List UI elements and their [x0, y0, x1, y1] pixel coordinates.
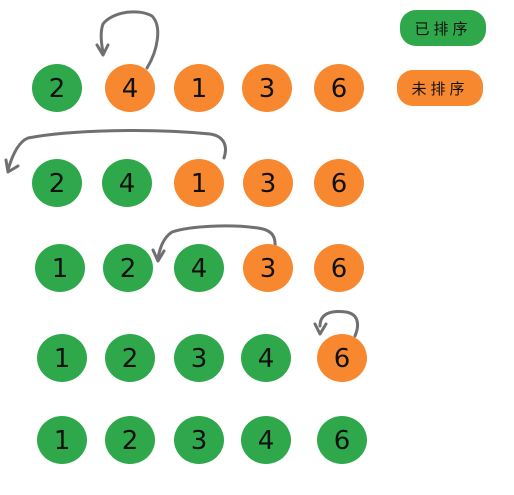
node-circle	[103, 244, 153, 292]
sorted-node: 2	[32, 159, 82, 207]
self-loop-arrow-icon	[313, 310, 360, 338]
node-value: 2	[122, 426, 139, 456]
unsorted-node: 6	[314, 159, 364, 207]
legend-item-sorted: 已排序	[400, 10, 486, 46]
sorted-node: 2	[105, 334, 155, 382]
step-row-4: 1 2 3 4 6	[37, 334, 367, 382]
unsorted-node: 4	[105, 64, 155, 112]
node-value: 4	[258, 344, 275, 374]
node-value: 4	[258, 426, 275, 456]
node-circle	[37, 334, 87, 382]
node-value: 4	[122, 74, 139, 104]
node-circle	[174, 244, 224, 292]
node-value: 2	[49, 74, 66, 104]
sorted-node: 4	[241, 416, 291, 464]
node-circle	[105, 334, 155, 382]
step-row-1: 2 4 1 3 6	[32, 64, 364, 112]
node-circle	[105, 416, 155, 464]
node-circle	[243, 244, 293, 292]
node-value: 3	[191, 344, 208, 374]
unsorted-node: 3	[242, 64, 292, 112]
node-circle	[32, 64, 82, 112]
sorted-node: 1	[37, 334, 87, 382]
node-value: 3	[191, 426, 208, 456]
node-value: 1	[54, 426, 71, 456]
arrows-layer	[4, 10, 360, 338]
node-value: 1	[191, 74, 208, 104]
sorted-node: 2	[103, 244, 153, 292]
node-value: 3	[259, 74, 276, 104]
unsorted-node: 3	[243, 159, 293, 207]
unsorted-node: 3	[243, 244, 293, 292]
node-circle	[32, 159, 82, 207]
node-value: 6	[334, 426, 351, 456]
node-circle	[174, 416, 224, 464]
node-value: 6	[334, 344, 351, 374]
insert-arrow-icon	[151, 224, 277, 263]
node-circle	[105, 64, 155, 112]
sorted-node: 3	[174, 416, 224, 464]
sorted-node: 2	[32, 64, 82, 112]
node-value: 1	[191, 169, 208, 199]
unsorted-node: 1	[174, 64, 224, 112]
sorted-node: 4	[102, 159, 152, 207]
self-loop-arrow-icon	[95, 10, 160, 70]
legend-swatch	[400, 10, 486, 46]
step-row-2: 2 4 1 3 6	[32, 159, 364, 207]
node-value: 6	[331, 74, 348, 104]
node-circle	[243, 159, 293, 207]
unsorted-node: 6	[314, 64, 364, 112]
unsorted-node: 1	[174, 159, 224, 207]
node-value: 1	[54, 344, 71, 374]
node-circle	[317, 416, 367, 464]
node-circle	[242, 64, 292, 112]
sorted-node: 1	[37, 416, 87, 464]
legend-item-unsorted: 未排序	[397, 70, 483, 106]
node-circle	[35, 244, 85, 292]
node-value: 6	[331, 169, 348, 199]
sorted-node: 4	[174, 244, 224, 292]
node-value: 2	[49, 169, 66, 199]
node-circle	[314, 244, 364, 292]
node-circle	[317, 334, 367, 382]
unsorted-node: 6	[314, 244, 364, 292]
sorted-node: 3	[174, 334, 224, 382]
node-circle	[174, 159, 224, 207]
legend-label: 已排序	[414, 20, 471, 38]
legend-label: 未排序	[411, 80, 468, 98]
node-circle	[37, 416, 87, 464]
node-value: 6	[331, 254, 348, 284]
node-circle	[241, 416, 291, 464]
node-circle	[241, 334, 291, 382]
sorted-node: 6	[317, 416, 367, 464]
sorted-node: 2	[105, 416, 155, 464]
steps-layer: 2 4 1 3 6 2 4 1 3 6 1 2 4 3 6 1 2 3 4 6 1 2 3 4 6	[32, 64, 367, 464]
legend-swatch	[397, 70, 483, 106]
node-value: 3	[260, 169, 277, 199]
node-circle	[314, 159, 364, 207]
node-value: 3	[260, 254, 277, 284]
node-value: 2	[122, 344, 139, 374]
node-value: 2	[120, 254, 137, 284]
node-circle	[174, 64, 224, 112]
sorted-node: 4	[241, 334, 291, 382]
step-row-3: 1 2 4 3 6	[35, 244, 364, 292]
node-value: 1	[52, 254, 69, 284]
sorted-node: 1	[35, 244, 85, 292]
insert-arrow-icon	[4, 129, 227, 174]
step-row-5: 1 2 3 4 6	[37, 416, 367, 464]
node-circle	[314, 64, 364, 112]
node-circle	[174, 334, 224, 382]
node-value: 4	[119, 169, 136, 199]
node-circle	[102, 159, 152, 207]
node-value: 4	[191, 254, 208, 284]
unsorted-node: 6	[317, 334, 367, 382]
